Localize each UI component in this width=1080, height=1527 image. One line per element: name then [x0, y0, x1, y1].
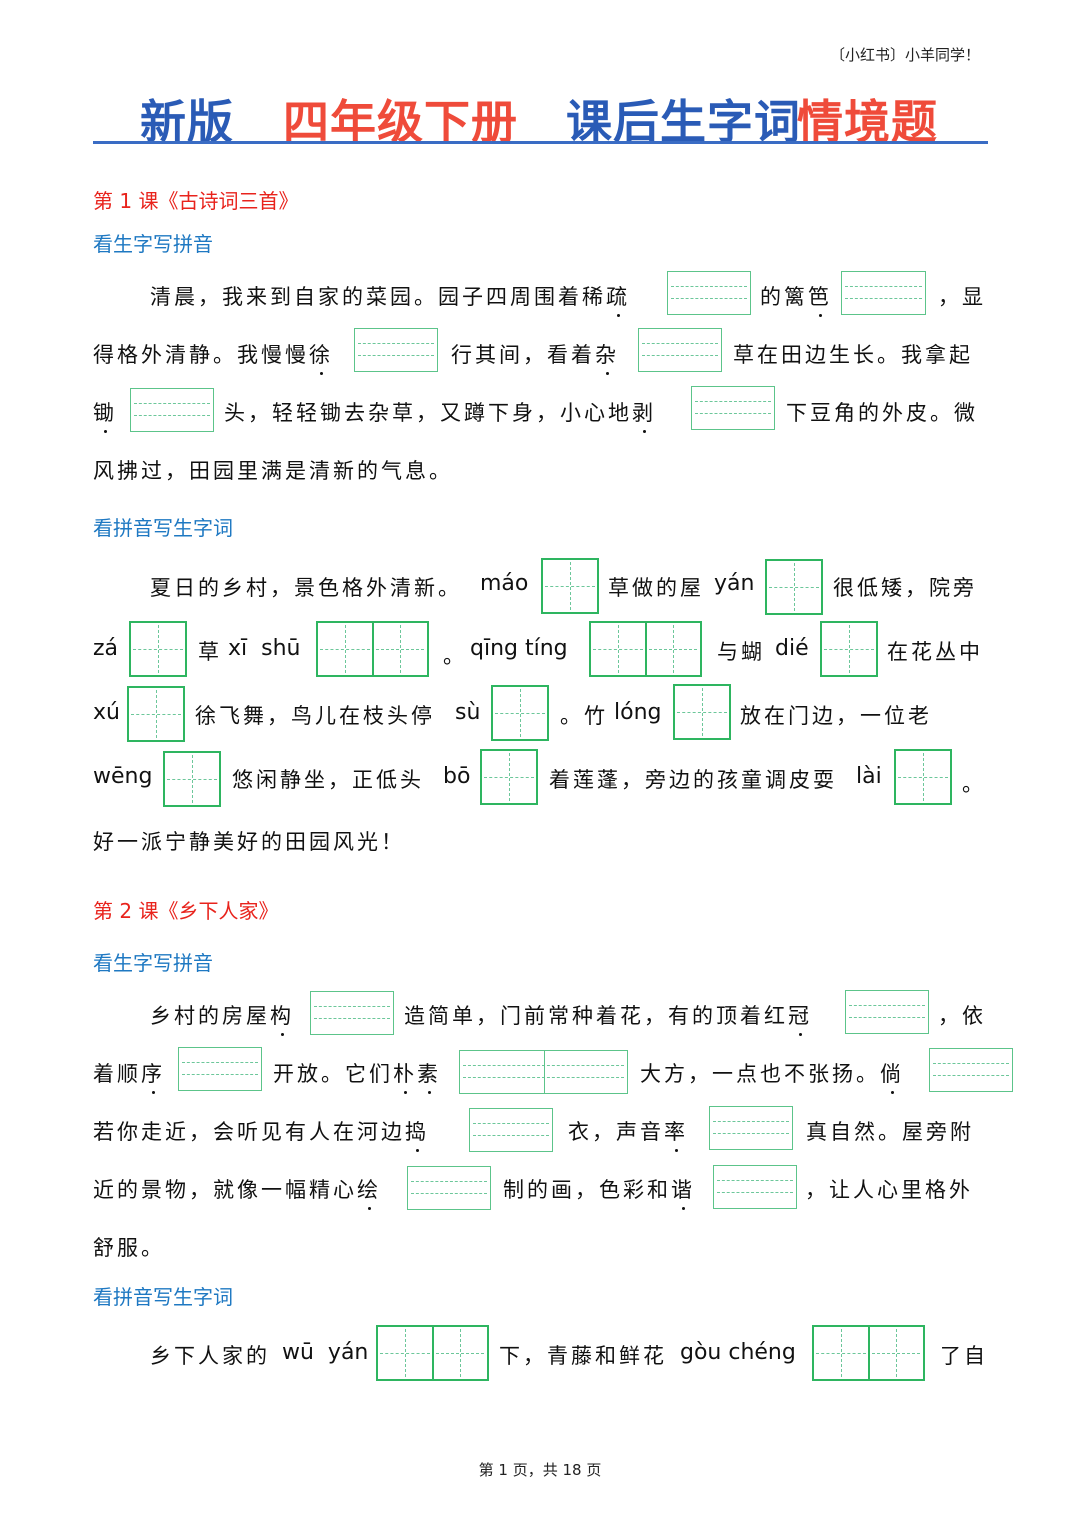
pinyin-prompt: dié [775, 636, 809, 661]
paragraph-text: 的篱笆 [760, 285, 832, 309]
pinyin-answer-box[interactable] [354, 328, 438, 372]
paragraph-text: ，显 [938, 285, 986, 309]
paragraph-text: 放在门边，一位老 [740, 704, 932, 728]
hanzi-answer-grid[interactable] [376, 1325, 489, 1381]
paragraph-text: 草 [198, 640, 222, 664]
paragraph-text: 舒服。 [93, 1236, 165, 1260]
pinyin-answer-box[interactable] [638, 328, 722, 372]
paragraph-text: 夏日的乡村，景色格外清新。 [150, 576, 462, 600]
pinyin-prompt: lóng [614, 700, 662, 725]
paragraph-text: 风拂过，田园里满是清新的气息。 [93, 459, 453, 483]
lesson-2-section-a-label: 看生字写拼音 [93, 951, 213, 975]
title-underline [93, 141, 988, 144]
paragraph-text: 制的画，色彩和谐 [503, 1178, 695, 1202]
hanzi-answer-grid[interactable] [812, 1325, 925, 1381]
hanzi-answer-grid[interactable] [127, 686, 185, 742]
lesson-1-section-a-label: 看生字写拼音 [93, 232, 213, 256]
hanzi-answer-grid[interactable] [491, 685, 549, 741]
paragraph-text: 。 [962, 772, 986, 796]
title-part-1: 新版 [140, 95, 234, 149]
title-part-4: 情境题 [797, 95, 938, 149]
pinyin-prompt: xú [93, 700, 120, 725]
pinyin-answer-box[interactable] [469, 1108, 553, 1152]
paragraph-text: 造简单，门前常种着花，有的顶着红冠 [404, 1004, 812, 1028]
paragraph-text: 在花丛中 [887, 640, 983, 664]
paragraph-text: 开放。它们朴素 [273, 1062, 441, 1086]
pinyin-prompt: bō [443, 764, 471, 789]
pinyin-answer-box[interactable] [459, 1050, 628, 1094]
lesson-1-section-b-label: 看拼音写生字词 [93, 516, 233, 540]
hanzi-answer-grid[interactable] [589, 621, 702, 677]
paragraph-text: 下，青藤和鲜花 [499, 1344, 667, 1368]
pinyin-answer-box[interactable] [310, 991, 394, 1035]
paragraph-text: 着顺序 [93, 1062, 165, 1086]
pinyin-prompt: qīng tíng [470, 636, 568, 661]
pinyin-answer-box[interactable] [178, 1047, 262, 1091]
paragraph-text: 衣，声音率 [568, 1120, 688, 1144]
lesson-2-section-b-label: 看拼音写生字词 [93, 1285, 233, 1309]
paragraph-text: ，依 [938, 1004, 986, 1028]
paragraph-text: 清晨，我来到自家的菜园。园子四周围着稀疏 [150, 285, 630, 309]
pinyin-prompt: wū yán [282, 1340, 369, 1365]
paragraph-text: 大方，一点也不张扬。倘 [640, 1062, 904, 1086]
paragraph-text: 了自 [940, 1344, 988, 1368]
paragraph-text: 着莲蓬，旁边的孩童调皮耍 [549, 768, 837, 792]
hanzi-answer-grid[interactable] [541, 558, 599, 614]
paragraph-text: 草做的屋 [608, 576, 704, 600]
pinyin-answer-box[interactable] [841, 271, 926, 315]
pinyin-answer-box[interactable] [845, 990, 929, 1034]
hanzi-answer-grid[interactable] [673, 684, 731, 740]
paragraph-text: 与蝴 [717, 640, 765, 664]
hanzi-answer-grid[interactable] [163, 751, 221, 807]
pinyin-prompt: sù [455, 700, 481, 725]
pinyin-prompt: yán [714, 571, 755, 596]
dotted-char: 疏 [606, 285, 630, 309]
paragraph-text: 真自然。屋旁附 [806, 1120, 974, 1144]
paragraph-text: 。 [443, 644, 467, 668]
paragraph-text: 悠闲静坐，正低头 [232, 768, 424, 792]
pinyin-prompt: máo [480, 571, 529, 596]
title-part-3: 课后生字词 [566, 95, 801, 149]
hanzi-answer-grid[interactable] [894, 749, 952, 805]
pinyin-prompt: gòu chéng [680, 1340, 796, 1365]
hanzi-answer-grid[interactable] [820, 621, 878, 677]
hanzi-answer-grid[interactable] [480, 749, 538, 805]
hanzi-answer-grid[interactable] [765, 559, 823, 615]
pinyin-prompt: xī shū [228, 636, 301, 661]
page-number: 第 1 页，共 18 页 [478, 1461, 602, 1479]
paragraph-text: ，让人心里格外 [805, 1178, 973, 1202]
pinyin-prompt: lài [856, 764, 882, 789]
paragraph-text: 乡下人家的 [150, 1344, 270, 1368]
pinyin-answer-box[interactable] [713, 1165, 797, 1209]
paragraph-text: 行其间，看着杂 [451, 343, 619, 367]
pinyin-answer-box[interactable] [929, 1048, 1013, 1092]
pinyin-prompt: wēng [93, 764, 153, 789]
page-title: 新版 四年级下册 课后生字词 情境题 [0, 86, 1080, 150]
hanzi-answer-grid[interactable] [129, 621, 187, 677]
lesson-2-heading: 第 2 课《乡下人家》 [93, 899, 279, 923]
pinyin-prompt: zá [93, 636, 119, 661]
pinyin-answer-box[interactable] [407, 1166, 491, 1210]
paragraph-text: 头，轻轻锄去杂草，又蹲下身，小心地剥 [224, 401, 656, 425]
watermark: 〔小红书〕小羊同学！ [829, 46, 980, 64]
pinyin-answer-box[interactable] [667, 271, 751, 315]
paragraph-text: 徐飞舞，鸟儿在枝头停 [195, 704, 435, 728]
pinyin-answer-box[interactable] [691, 386, 775, 430]
paragraph-text: 。竹 [560, 704, 608, 728]
pinyin-answer-box[interactable] [709, 1106, 793, 1150]
paragraph-text: 草在田边生长。我拿起 [733, 343, 973, 367]
paragraph-text: 若你走近，会听见有人在河边捣 [93, 1120, 429, 1144]
hanzi-answer-grid[interactable] [316, 621, 429, 677]
paragraph-text: 好一派宁静美好的田园风光！ [93, 830, 405, 854]
paragraph-text: 近的景物，就像一幅精心绘 [93, 1178, 381, 1202]
paragraph-text: 下豆角的外皮。微 [786, 401, 978, 425]
pinyin-answer-box[interactable] [130, 388, 214, 432]
paragraph-text: 锄 [93, 401, 117, 425]
paragraph-text: 很低矮，院旁 [833, 576, 977, 600]
title-part-2: 四年级下册 [283, 95, 518, 149]
paragraph-text: 得格外清静。我慢慢徐 [93, 343, 333, 367]
lesson-1-heading: 第 1 课《古诗词三首》 [93, 189, 299, 213]
paragraph-text: 乡村的房屋构 [150, 1004, 294, 1028]
